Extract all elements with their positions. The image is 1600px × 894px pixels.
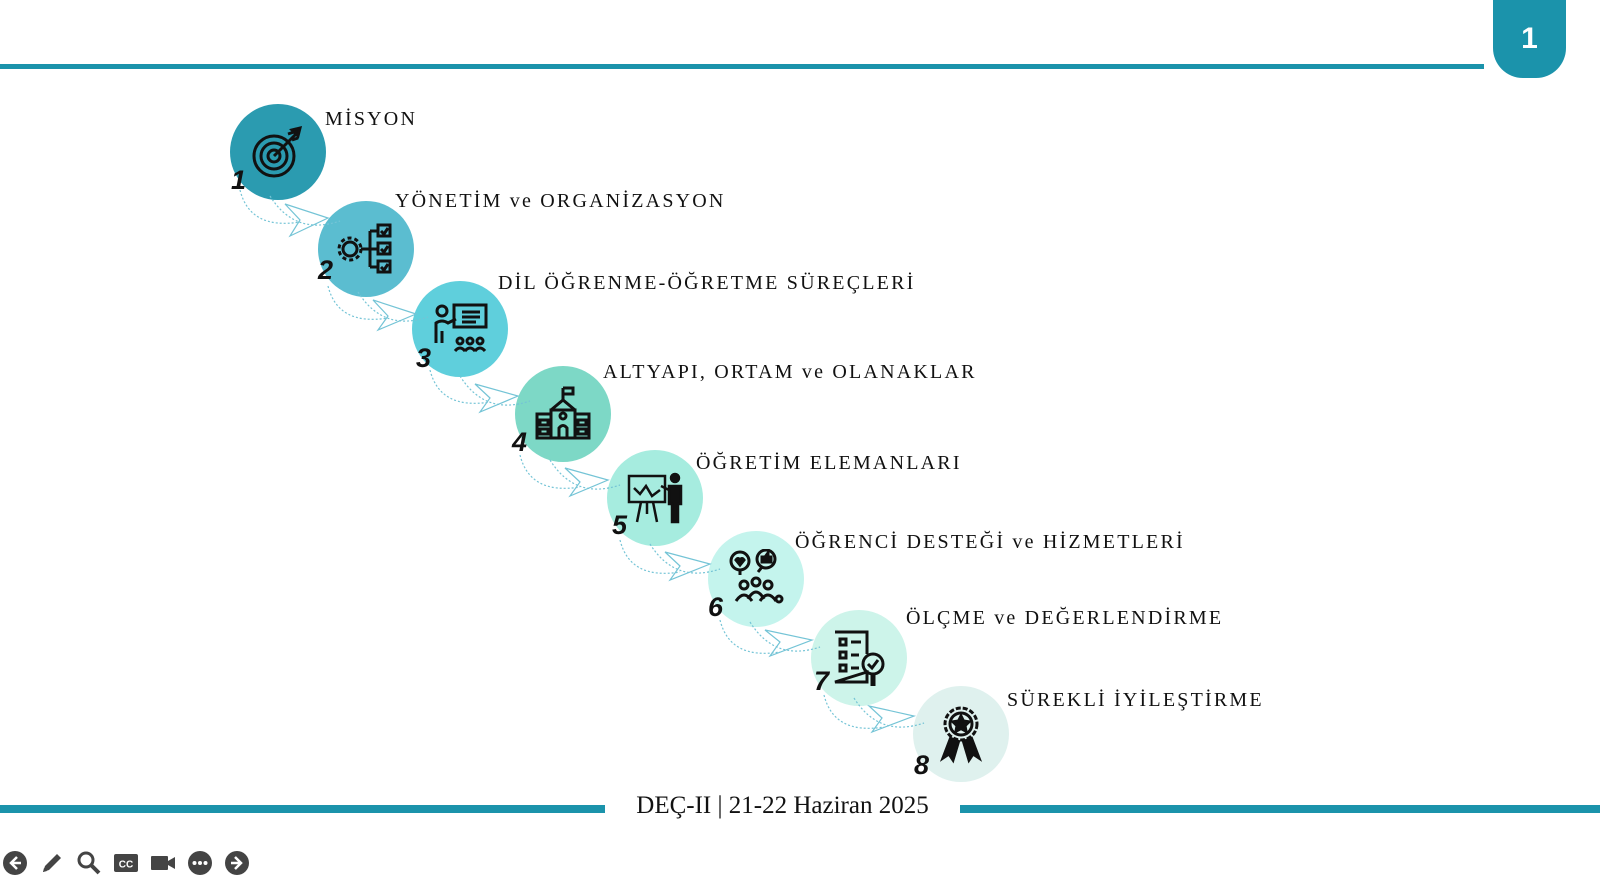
more-icon: [188, 851, 212, 875]
video-camera-icon: [151, 856, 175, 870]
arrow-left-icon: [3, 851, 27, 875]
footer-text: DEÇ-II | 21-22 Haziran 2025: [636, 792, 929, 819]
step-number-5: 5: [612, 510, 628, 540]
step-circle-7: [811, 610, 907, 706]
step-label-6: ÖĞRENCİ DESTEĞİ ve HİZMETLERİ: [795, 531, 1185, 553]
step-number-3: 3: [416, 343, 432, 373]
pen-button[interactable]: [37, 848, 67, 878]
pen-icon: [43, 854, 61, 872]
teacher-board-icon: [434, 303, 488, 353]
step-label-8: SÜREKLİ İYİLEŞTİRME: [1007, 689, 1264, 711]
step-label-2: YÖNETİM ve ORGANİZASYON: [395, 190, 726, 212]
step-number-2: 2: [318, 255, 334, 285]
svg-text:CC: CC: [119, 860, 133, 871]
checklist-magnifier-icon: [834, 630, 885, 686]
step-label-1: MİSYON: [325, 108, 418, 130]
step-label-3: DİL ÖĞRENME-ÖĞRETME SÜREÇLERİ: [498, 272, 916, 294]
step-label-4: ALTYAPI, ORTAM ve OLANAKLAR: [603, 361, 977, 383]
connector-arrow-5-6: [619, 539, 721, 582]
slide-number: 1: [1521, 22, 1538, 55]
step-label-5: ÖĞRETİM ELEMANLARI: [696, 452, 962, 474]
step-label-7: ÖLÇME ve DEĞERLENDİRME: [906, 607, 1224, 629]
closed-captions-icon: CC: [114, 854, 138, 872]
zoom-button[interactable]: [74, 848, 104, 878]
step-circle-3: [412, 281, 508, 377]
target-icon: [252, 125, 303, 178]
search-icon: [77, 851, 101, 875]
step-circle-8: [913, 686, 1009, 782]
top-rule: [0, 64, 1484, 69]
arrow-right-icon: [225, 851, 249, 875]
presentation-toolbar: CC: [0, 846, 259, 880]
bottom-rule-right: [960, 805, 1600, 813]
step-number-6: 6: [708, 592, 724, 622]
step-number-1: 1: [231, 165, 247, 195]
camera-button[interactable]: [148, 848, 178, 878]
previous-slide-button[interactable]: [0, 848, 30, 878]
gear-flowchart-icon: [337, 223, 392, 274]
step-number-7: 7: [814, 666, 830, 696]
more-options-button[interactable]: [185, 848, 215, 878]
step-number-4: 4: [512, 427, 528, 457]
connector-arrow-6-7: [719, 619, 821, 658]
step-circle-5: [607, 450, 703, 546]
step-circle-4: [515, 366, 611, 462]
slide-number-badge: 1: [1493, 0, 1566, 78]
step-number-8: 8: [914, 750, 930, 780]
bottom-rule-left: [0, 805, 605, 813]
next-slide-button[interactable]: [222, 848, 252, 878]
subtitles-button[interactable]: CC: [111, 848, 141, 878]
step-circle-1: [230, 104, 326, 200]
student-support-icon: [729, 549, 784, 604]
presenter-chart-icon: [627, 472, 683, 524]
step-circle-6: [708, 531, 804, 627]
school-building-icon: [535, 386, 591, 440]
award-ribbon-icon: [939, 706, 983, 764]
